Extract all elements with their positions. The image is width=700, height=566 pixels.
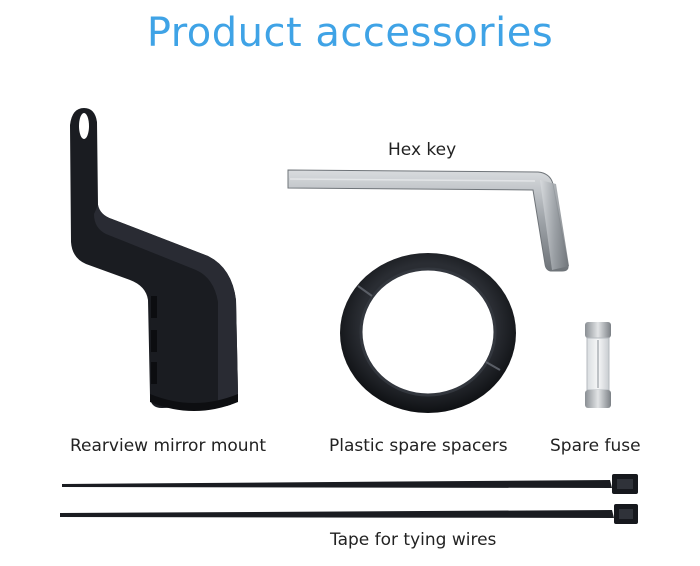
cable-ties-label: Tape for tying wires bbox=[330, 530, 497, 550]
glass-fuse-icon bbox=[585, 322, 611, 408]
mirror-mount-label: Rearview mirror mount bbox=[70, 436, 267, 456]
fuse-label: Spare fuse bbox=[550, 436, 641, 456]
page-title: Product accessories bbox=[146, 10, 554, 56]
hex-key-label: Hex key bbox=[388, 140, 457, 160]
spacers-label: Plastic spare spacers bbox=[329, 436, 508, 456]
hex-key-icon bbox=[287, 169, 569, 272]
mirror-mount-icon bbox=[70, 108, 238, 411]
cable-tie-icon bbox=[60, 474, 638, 524]
ring-spacer-icon bbox=[340, 253, 516, 413]
